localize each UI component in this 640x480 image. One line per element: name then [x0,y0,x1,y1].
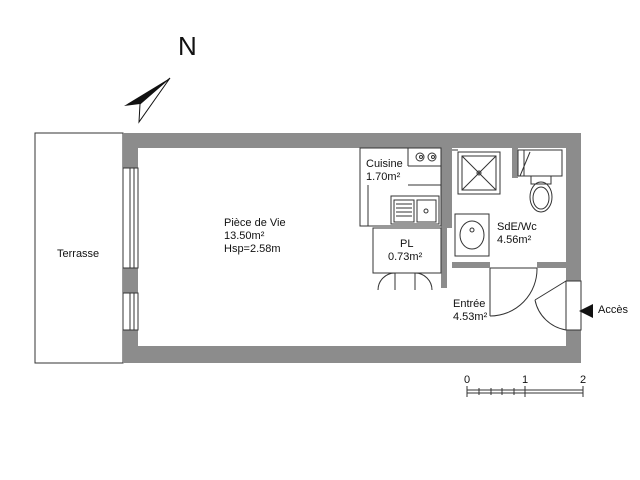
kitchen-area: 1.70m² [366,171,401,183]
kitchen-counter [359,147,442,227]
living-room-name: Pièce de Vie [224,217,286,229]
kitchen-sink [390,195,440,225]
interior-walls [441,148,566,288]
closet-pl [372,227,442,291]
entrance-door [534,280,582,331]
toilet [517,149,563,213]
north-label: N [178,31,197,61]
living-room-height: Hsp=2.58m [224,243,281,255]
washbasin [454,213,490,257]
bathroom-door [489,267,538,317]
shower [452,149,501,195]
bathroom-name: SdE/Wc [497,221,537,233]
bathroom-area: 4.56m² [497,234,532,246]
closet-name: PL [400,238,414,250]
outer-walls [123,133,581,363]
north-arrow-icon [124,77,171,124]
access-arrow-icon [579,304,593,318]
living-room-area: 13.50m² [224,230,265,242]
scale-tick-2: 2 [580,374,587,386]
scale-tick-0: 0 [464,374,471,386]
scale-tick-1: 1 [522,374,529,386]
kitchen-name: Cuisine [366,158,403,170]
entry-name: Entrée [453,298,486,310]
access-label: Accès [598,304,628,316]
scale-bar [466,386,584,397]
west-windows [122,167,139,331]
closet-area: 0.73m² [388,251,423,263]
entry-area: 4.53m² [453,311,488,323]
terrace-name: Terrasse [57,248,100,260]
